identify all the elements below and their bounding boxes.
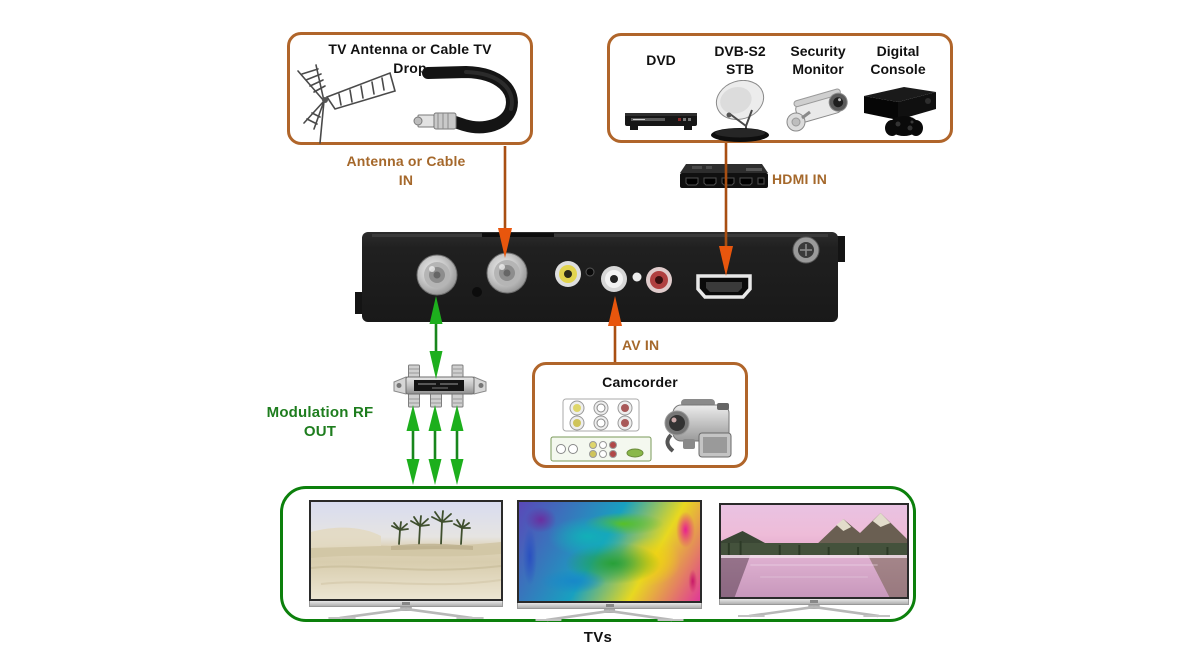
antenna-in-connector (486, 252, 528, 294)
dvd-label: DVD (646, 52, 676, 68)
modulation-rf-out-label: Modulation RF OUT (266, 404, 374, 440)
ir-hole (585, 267, 595, 277)
camcorder-icon (664, 399, 732, 458)
audio-in-jack-red (646, 267, 672, 293)
antenna-box-title: TV Antenna or Cable TV Drop (328, 41, 492, 76)
tv-stand (328, 607, 484, 620)
hdmi-in-label: HDMI IN (772, 171, 828, 187)
tv-mountain-lake (719, 503, 909, 623)
mountain-lake-graphic (721, 505, 907, 597)
dvd-player-icon (622, 89, 700, 151)
source-dvb-s2-stb: DVB-S2 STB (700, 42, 780, 151)
game-console-icon (856, 80, 940, 142)
desert-palms-graphic (311, 510, 501, 586)
source-security-monitor: Security Monitor (780, 42, 856, 151)
video-in-jack-yellow (555, 261, 581, 287)
hdmi-sources-box: DVD DVB-S2 STB (607, 33, 953, 143)
hdmi-modulator-device (355, 232, 845, 322)
splitter-to-tvs-arrows (406, 405, 464, 485)
source-digital-console: Digital Console (856, 42, 940, 151)
hdmi-in-port (696, 274, 752, 299)
tv-desert (309, 500, 503, 625)
antenna-source-box: TV Antenna or Cable TV Drop (287, 32, 533, 145)
rf-out-connector (416, 254, 458, 296)
av-rca-panel-icon (550, 398, 652, 462)
tvs-label: TVs (583, 629, 613, 646)
source-dvd: DVD (622, 42, 700, 151)
led-dot (632, 272, 642, 282)
dvb-s2-stb-label: DVB-S2 STB (714, 43, 766, 77)
tv-stand (738, 605, 890, 618)
digital-console-label: Digital Console (870, 43, 926, 77)
camcorder-box-title: Camcorder (602, 374, 678, 390)
tvs-box (280, 486, 916, 622)
av-in-label: AV IN (622, 337, 660, 353)
thumbscrew (792, 236, 820, 264)
audio-in-jack-white (601, 266, 627, 292)
security-monitor-label: Security Monitor (790, 43, 846, 77)
camcorder-box: Camcorder (532, 362, 748, 468)
tv-antenna-icon (297, 64, 396, 144)
satellite-dish-stb-icon (700, 80, 780, 142)
hdmi-switch-icon (680, 164, 768, 188)
tv-stand (535, 609, 684, 622)
antenna-in-label: Antenna or Cable IN (346, 153, 466, 188)
rf-splitter-icon (393, 364, 487, 408)
security-camera-icon (780, 80, 856, 142)
tv-color-splash (517, 500, 702, 627)
coax-cable-icon (413, 65, 518, 134)
